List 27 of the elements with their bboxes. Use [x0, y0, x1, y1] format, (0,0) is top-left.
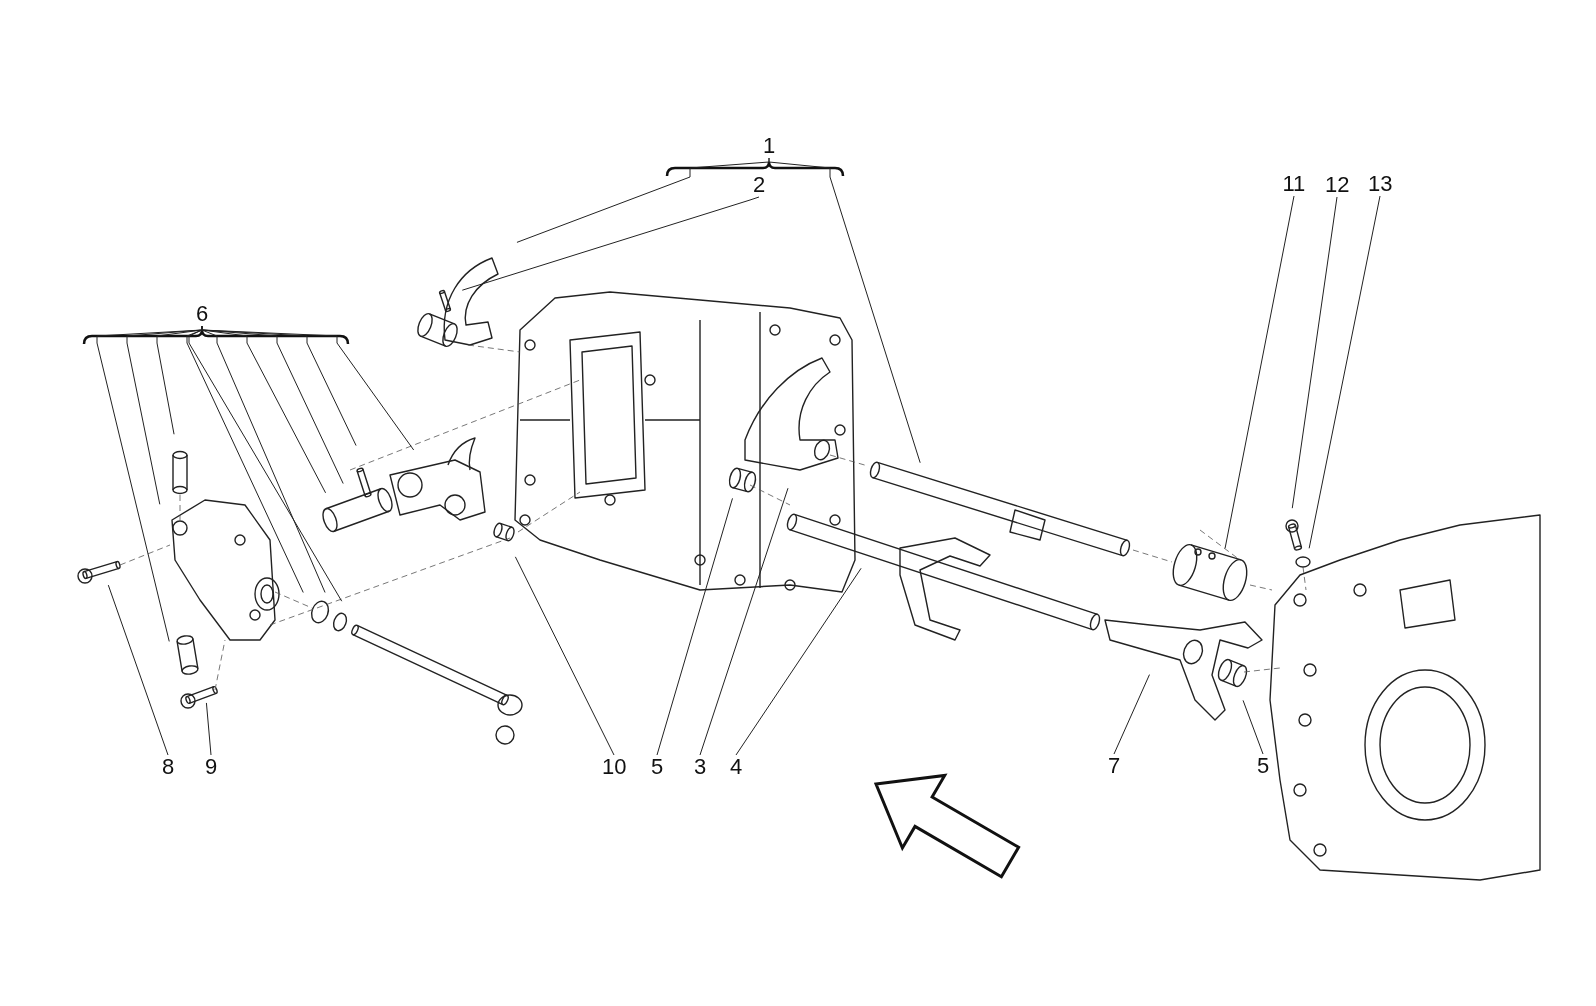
callout-number: 9 [203, 755, 220, 779]
callout-number: 1 [761, 134, 778, 158]
leader-line [735, 567, 862, 756]
callout-number: 11 [1280, 172, 1308, 196]
leader-line [768, 157, 921, 464]
callout-number: 13 [1366, 172, 1395, 196]
leader-line [699, 487, 789, 756]
callout-number: 3 [692, 755, 709, 779]
leader-line [656, 497, 733, 756]
callout-number: 4 [728, 755, 745, 779]
leader-line [107, 584, 169, 756]
callout-number: 8 [160, 755, 177, 779]
leader-line [1242, 699, 1264, 755]
leader-line [1308, 195, 1381, 549]
callout-number: 12 [1323, 173, 1352, 197]
leader-line [205, 702, 212, 756]
leader-line [1113, 674, 1150, 755]
callout-number: 5 [1255, 754, 1272, 778]
leader-line [1291, 196, 1338, 509]
callout-number: 7 [1106, 754, 1123, 778]
callout-number: 6 [194, 302, 211, 326]
callout-number: 5 [649, 755, 666, 779]
callout-number: 2 [751, 173, 768, 197]
leader-line [514, 556, 615, 756]
leader-line [461, 196, 760, 291]
leader-line [1224, 195, 1295, 549]
callout-number: 10 [600, 755, 629, 779]
